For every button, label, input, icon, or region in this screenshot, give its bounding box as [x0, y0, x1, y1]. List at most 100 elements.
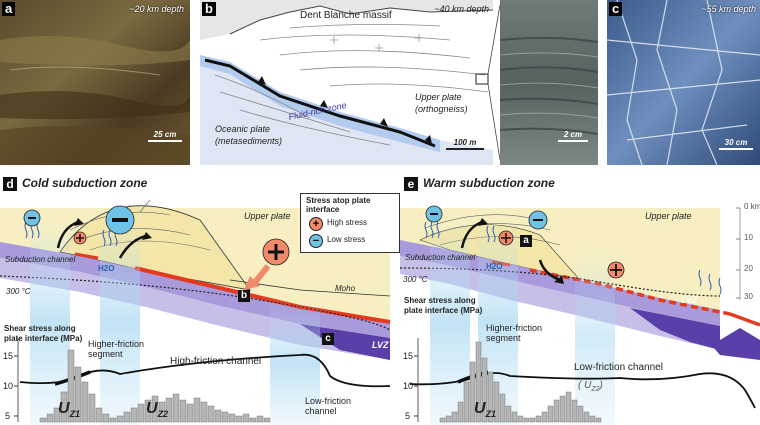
temp-label-d: 300 °C — [6, 287, 31, 296]
scale-a-bar — [148, 140, 182, 142]
histogram-bar — [74, 366, 82, 423]
histogram-bar — [109, 417, 117, 423]
scale-b-bar — [446, 148, 484, 150]
tick-e-10: 10 — [403, 381, 414, 391]
histogram-bar — [46, 413, 54, 423]
histogram-bar — [439, 417, 446, 423]
histogram-d — [39, 349, 271, 423]
histogram-bar — [102, 413, 110, 423]
photo-b-inset: 2 cm — [500, 0, 598, 165]
histogram-bar — [445, 415, 452, 423]
uz2-d-main: U — [146, 400, 158, 417]
histogram-bar — [81, 381, 89, 423]
legend-title-1: Stress atop plate — [306, 196, 371, 205]
histogram-bar — [95, 407, 103, 423]
histogram-bar — [469, 361, 476, 423]
h2o-label-d: H2O — [98, 264, 115, 273]
histogram-bar — [39, 417, 47, 423]
histogram-bar — [553, 399, 560, 423]
moho-label: Moho — [335, 284, 356, 293]
uz1-label-d: UZ1 — [58, 400, 80, 419]
histogram-bar — [67, 349, 75, 423]
legend-title-2: interface — [306, 205, 340, 214]
axis-title-e-2: plate interface (MPa) — [404, 306, 483, 315]
histogram-bar — [207, 405, 215, 423]
histogram-bar — [165, 397, 173, 423]
legend-low-label: Low stress — [327, 235, 366, 244]
histogram-bar — [559, 395, 566, 423]
inset-connector — [487, 4, 500, 161]
uz1-e-sub: Z1 — [485, 409, 497, 420]
panel-letter-a: a — [2, 2, 16, 16]
histogram-bar — [457, 401, 464, 423]
histogram-bar — [151, 395, 159, 423]
uz1-d-main: U — [58, 400, 70, 417]
hf-channel-label: High-friction channel — [170, 356, 262, 367]
photo-a: a ~20 km depth 25 cm — [0, 0, 190, 165]
panel-letter-e: e — [404, 177, 418, 191]
panel-e-diagram — [400, 205, 760, 425]
panel-d-title: Cold subduction zone — [22, 176, 148, 190]
histogram-bar — [451, 411, 458, 423]
panel-e-title: Warm subduction zone — [423, 176, 555, 190]
histogram-bar — [200, 401, 208, 423]
photo-c-image — [607, 0, 760, 165]
uz2-e-main: ( U — [578, 380, 592, 391]
upper-plate-sub-b: (orthogneiss) — [415, 104, 468, 114]
axis-title-d-1: Shear stress along — [4, 324, 76, 333]
scale-c-label: 30 cm — [724, 138, 748, 147]
upper-plate-label-d: Upper plate — [244, 211, 291, 221]
histogram-bar — [523, 417, 530, 423]
legend-minus-sign: − — [312, 235, 320, 247]
histogram-bar — [541, 411, 548, 423]
histogram-bar — [535, 415, 542, 423]
hf-segment-d-1: Higher-friction — [88, 339, 145, 349]
marker-c-d: c — [322, 333, 334, 345]
lvz-label-e: LVZ — [681, 295, 698, 305]
histogram-bar — [517, 415, 524, 423]
histogram-bar — [487, 371, 494, 423]
lvz-label-d: LVZ — [372, 340, 389, 350]
histogram-bar — [256, 415, 264, 423]
scale-b-label: 100 m — [453, 138, 477, 147]
scale-c: 30 cm — [719, 138, 753, 150]
panel-letter-d: d — [3, 177, 17, 191]
histogram-bar — [193, 397, 201, 423]
histogram-bar — [221, 411, 229, 423]
tick-d-10: 10 — [3, 381, 14, 391]
histogram-bar — [595, 417, 602, 423]
histogram-bar — [179, 399, 187, 423]
uz2-label-d: UZ2 — [146, 400, 168, 419]
histogram-bar — [186, 403, 194, 423]
dent-blanche-label: Dent Blanche massif — [300, 10, 392, 21]
histogram-bar — [547, 405, 554, 423]
hf-segment-e-1: Higher-friction — [486, 323, 543, 333]
upper-plate-label-e: Upper plate — [645, 211, 692, 221]
panel-letter-c: c — [609, 2, 623, 16]
histogram-bar — [123, 411, 131, 423]
histogram-bar — [235, 415, 243, 423]
histogram-bar — [475, 341, 482, 423]
histogram-bar — [493, 381, 500, 423]
axis-title-d-2: plate interface (MPa) — [4, 334, 83, 343]
histogram-bar — [53, 407, 61, 423]
histogram-bar — [511, 411, 518, 423]
histogram-bar — [228, 413, 236, 423]
histogram-bar — [577, 405, 584, 423]
histogram-bar — [214, 409, 222, 423]
lf-channel-d-1: Low-friction — [305, 396, 352, 406]
uz2-e-sub: Z2 — [591, 386, 600, 393]
legend-high-label: High stress — [327, 218, 368, 227]
legend-low-marker: − — [309, 234, 323, 248]
h2o-label-e: H2O — [486, 262, 503, 271]
histogram-bar — [249, 417, 257, 423]
hf-segment-d-2: segment — [88, 349, 123, 359]
histogram-bar — [116, 415, 124, 423]
scale-c-bar — [719, 148, 753, 150]
histogram-bar — [60, 391, 68, 423]
depth-label-a: ~20 km depth — [129, 4, 184, 14]
uz1-label-e: UZ1 — [474, 400, 496, 419]
lf-channel-label-e: Low-friction channel — [574, 362, 663, 373]
marker-a-e: a — [520, 235, 532, 247]
uz1-d-sub: Z1 — [69, 409, 81, 420]
